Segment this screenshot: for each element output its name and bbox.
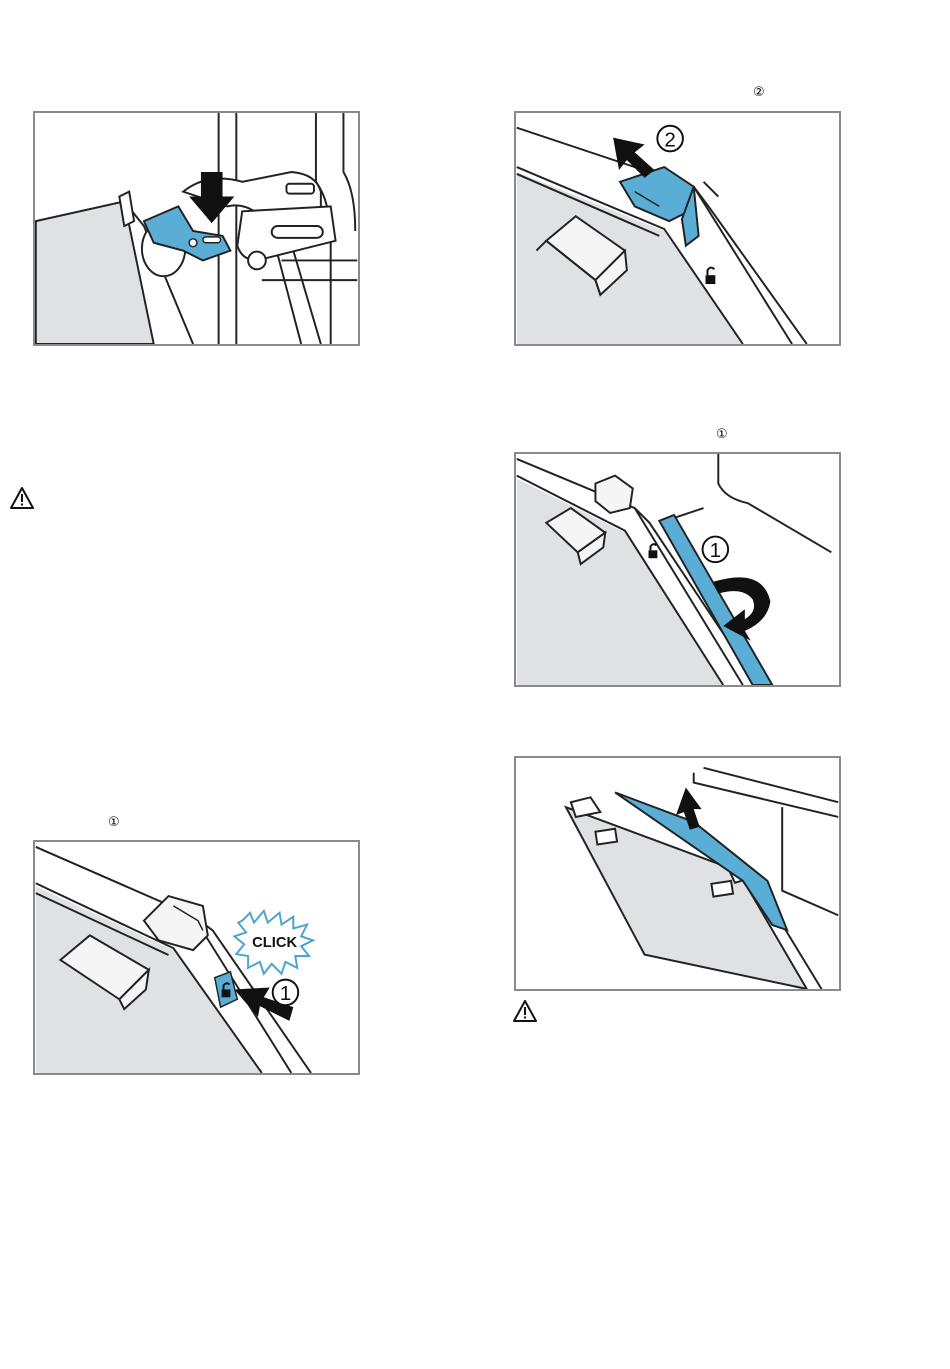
figure-click-clip: 1 CLICK bbox=[33, 840, 360, 1075]
callout-number: 1 bbox=[710, 539, 721, 562]
figure-2-step-marker: ② bbox=[753, 86, 765, 100]
figure-hinge-clamp bbox=[33, 111, 360, 346]
unlock-icon bbox=[649, 544, 658, 558]
figure-3-step-marker: ① bbox=[716, 428, 728, 442]
figure-lift-clip: 2 bbox=[514, 111, 841, 346]
click-illustration: 1 CLICK bbox=[35, 842, 358, 1073]
seal-illustration: 1 bbox=[516, 454, 839, 685]
callout-number: 2 bbox=[664, 128, 675, 151]
warning-triangle-icon bbox=[10, 487, 34, 509]
figure-remove-panel bbox=[514, 756, 841, 991]
arrow-icon bbox=[613, 138, 654, 178]
clip-illustration: 2 bbox=[516, 113, 839, 344]
figure-rotate-seal: 1 bbox=[514, 452, 841, 687]
panel-illustration bbox=[516, 758, 839, 989]
click-label: CLICK bbox=[252, 935, 297, 951]
warning-triangle-icon bbox=[513, 1000, 537, 1022]
unlock-icon bbox=[706, 268, 716, 284]
figure-5-step-marker: ① bbox=[108, 816, 120, 830]
hinge-illustration bbox=[35, 113, 358, 344]
callout-number: 1 bbox=[280, 982, 291, 1005]
